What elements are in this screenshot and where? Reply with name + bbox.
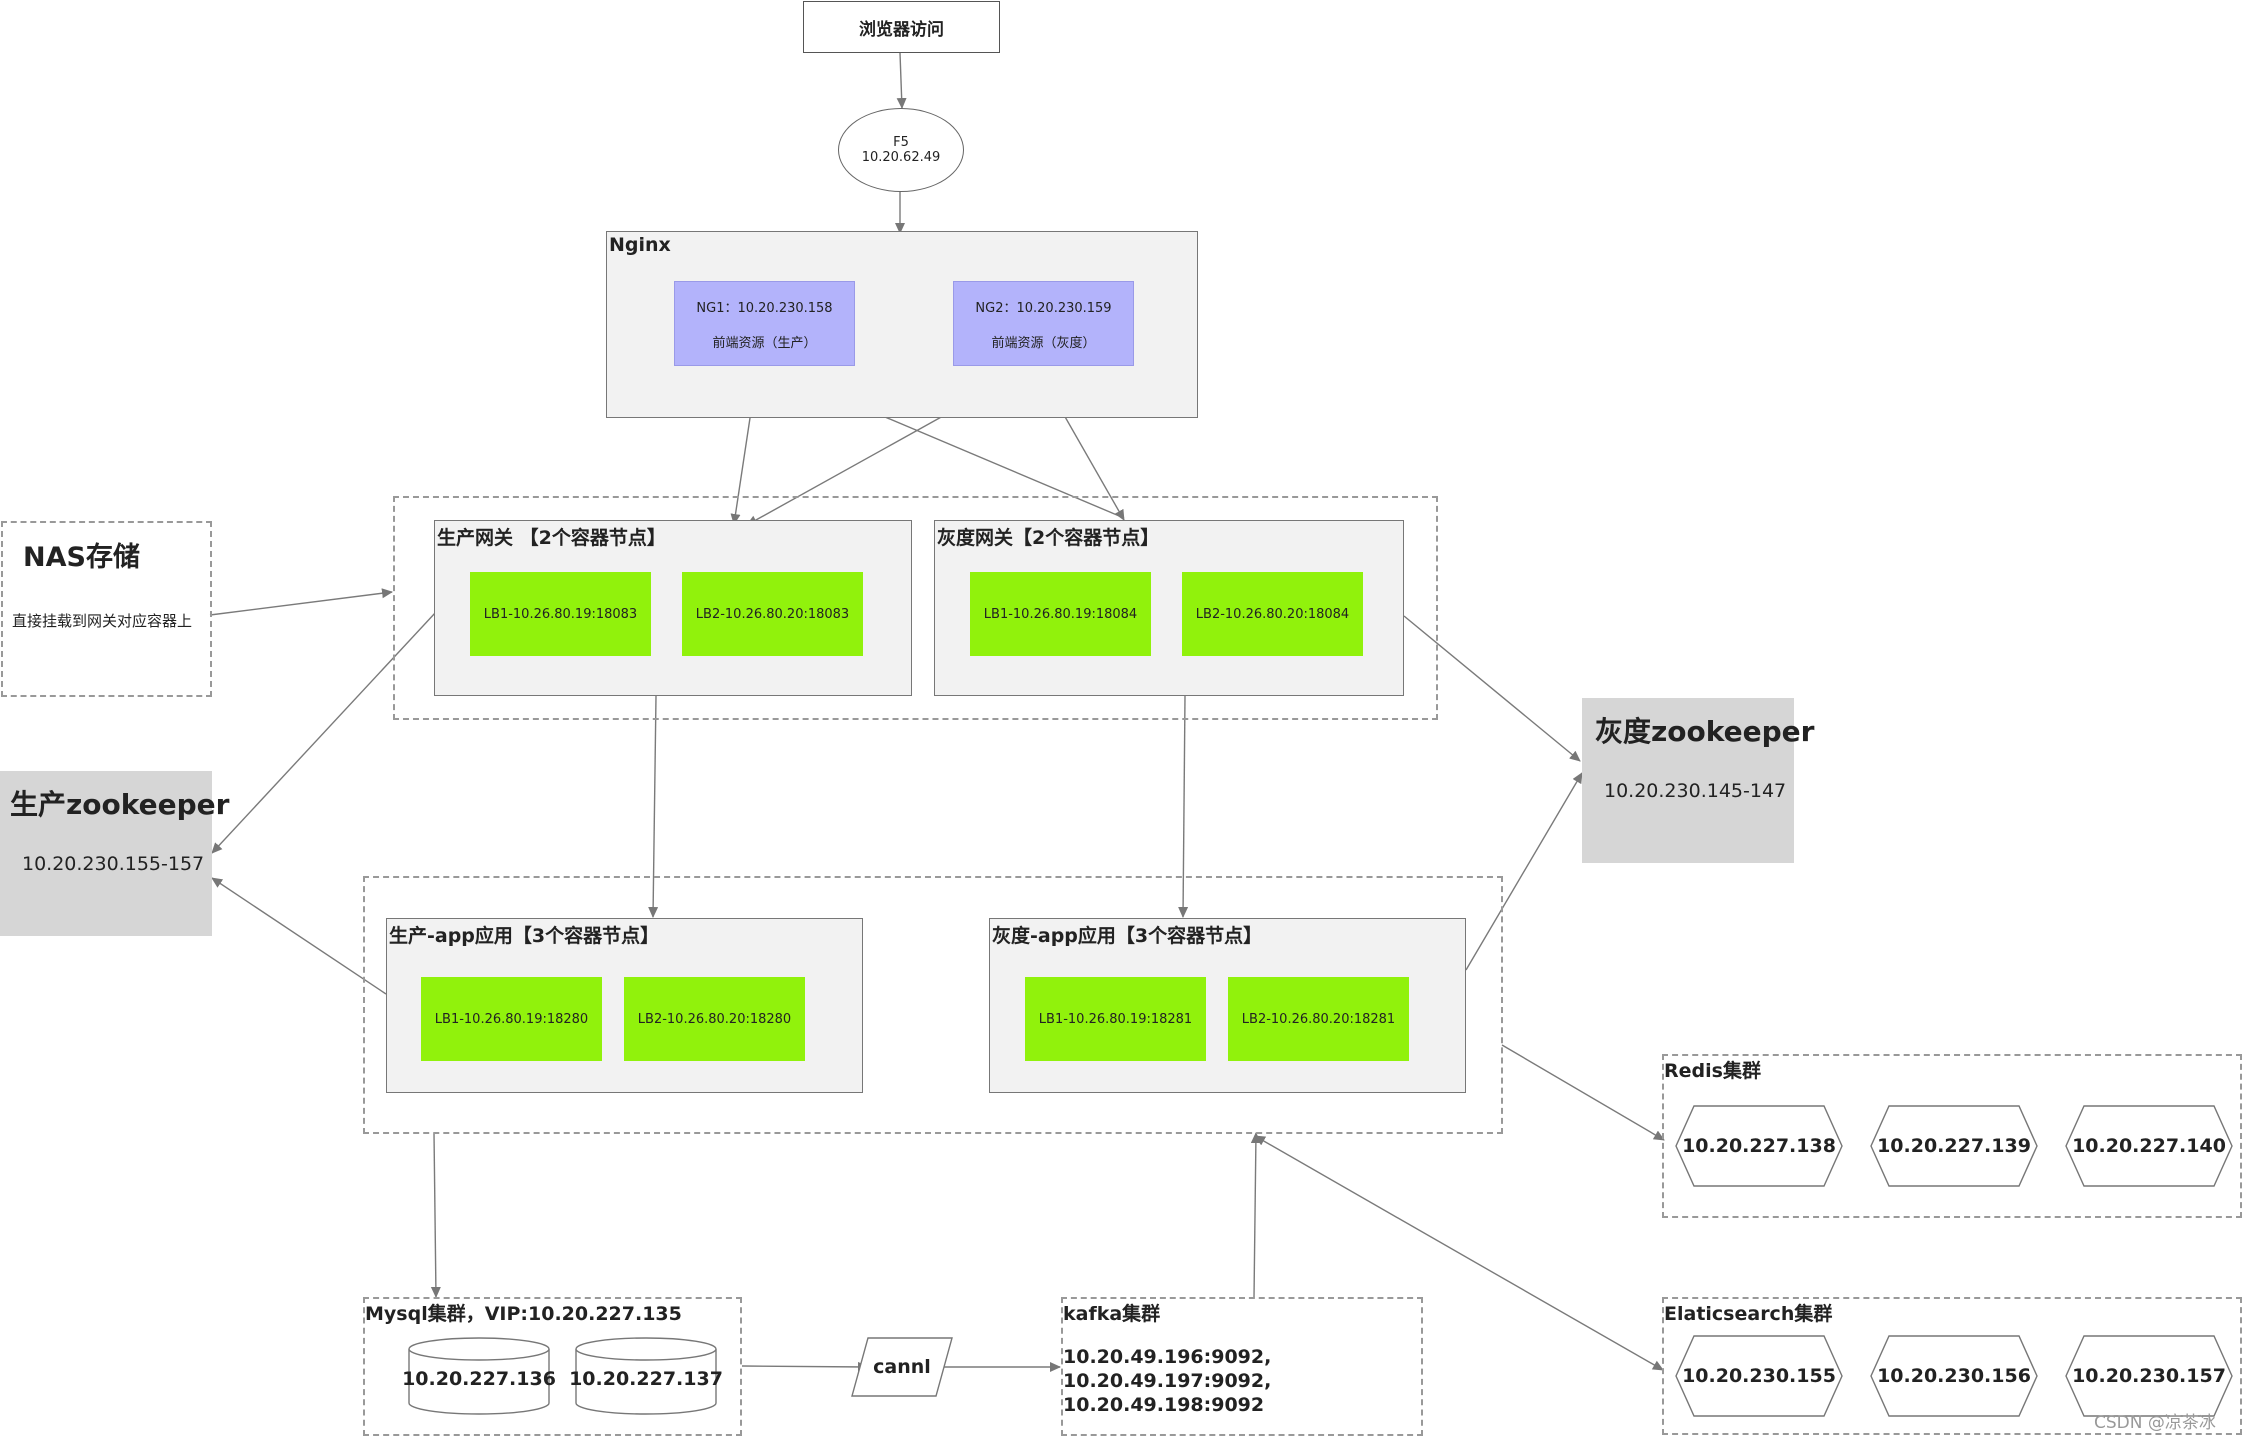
gray-app-title: 灰度-app应用【3个容器节点】 bbox=[992, 925, 1263, 947]
edge-prodgw-prodzk bbox=[211, 611, 437, 854]
prod-gateway-lb2: LB2-10.26.80.20:18083 bbox=[682, 572, 863, 656]
es-node-3 bbox=[2065, 1335, 2233, 1417]
redis-cluster: Redis集群 bbox=[1662, 1054, 2242, 1218]
redis-node-2-label: 10.20.227.139 bbox=[1877, 1135, 2031, 1157]
kafka-cluster: kafka集群 10.20.49.196:9092, 10.20.49.197:… bbox=[1061, 1297, 1423, 1436]
browser-node: 浏览器访问 bbox=[803, 1, 1000, 53]
gray-zookeeper: 灰度zookeeper 10.20.230.145-147 bbox=[1582, 698, 1814, 863]
ng2-ip: NG2：10.20.230.159 bbox=[975, 300, 1112, 316]
prod-zk-title: 生产zookeeper bbox=[10, 788, 230, 821]
es-node-1 bbox=[1675, 1335, 1843, 1417]
mysql-title: Mysql集群，VIP:10.20.227.135 bbox=[365, 1303, 682, 1325]
es-node-3-label: 10.20.230.157 bbox=[2072, 1365, 2226, 1387]
gray-gateway-lb1: LB1-10.26.80.19:18084 bbox=[970, 572, 1151, 656]
edge-nas-gateway bbox=[209, 588, 393, 616]
gateway-group bbox=[393, 496, 1438, 720]
kafka-node-2: 10.20.49.197:9092, bbox=[1063, 1370, 1272, 1392]
mysql-cluster: Mysql集群，VIP:10.20.227.135 bbox=[363, 1297, 742, 1436]
ng2-node: NG2：10.20.230.159 前端资源（灰度） bbox=[953, 281, 1134, 366]
edge-prodgw-prodapp bbox=[648, 695, 659, 918]
gray-zk-title: 灰度zookeeper bbox=[1595, 715, 1815, 748]
es-node-1-label: 10.20.230.155 bbox=[1682, 1365, 1836, 1387]
es-title: Elaticsearch集群 bbox=[1664, 1303, 1833, 1325]
kafka-nodes: 10.20.49.196:9092, 10.20.49.197:9092, 10… bbox=[1063, 1345, 1271, 1417]
f5-ip: 10.20.62.49 bbox=[861, 150, 941, 165]
ng1-node: NG1：10.20.230.158 前端资源（生产） bbox=[674, 281, 855, 366]
prod-zk-ips: 10.20.230.155-157 bbox=[22, 853, 205, 875]
edge-app-redis bbox=[1501, 1044, 1665, 1141]
prod-gateway-lb1: LB1-10.26.80.19:18083 bbox=[470, 572, 651, 656]
prod-zookeeper: 生产zookeeper 10.20.230.155-157 bbox=[0, 771, 229, 936]
ng2-desc: 前端资源（灰度） bbox=[991, 335, 1096, 351]
mysql-node-1 bbox=[408, 1337, 550, 1415]
es-cluster: Elaticsearch集群 bbox=[1662, 1297, 2242, 1435]
redis-node-3 bbox=[2065, 1105, 2233, 1187]
edge-graygw-grayapp bbox=[1178, 695, 1189, 918]
prod-app-lb2: LB2-10.26.80.20:18280 bbox=[624, 977, 805, 1061]
edge-app-mysql bbox=[430, 1132, 441, 1298]
kafka-node-1: 10.20.49.196:9092, bbox=[1063, 1346, 1272, 1368]
gray-app-lb2: LB2-10.26.80.20:18281 bbox=[1228, 977, 1409, 1061]
redis-node-2 bbox=[1870, 1105, 2038, 1187]
f5-node: F5 10.20.62.49 bbox=[838, 108, 964, 192]
gray-app-lb1: LB1-10.26.80.19:18281 bbox=[1025, 977, 1206, 1061]
gray-gateway-lb2: LB2-10.26.80.20:18084 bbox=[1182, 572, 1363, 656]
browser-label: 浏览器访问 bbox=[859, 19, 944, 40]
redis-node-3-label: 10.20.227.140 bbox=[2072, 1135, 2226, 1157]
edge-graygw-grayzk bbox=[1403, 615, 1581, 762]
kafka-title: kafka集群 bbox=[1063, 1303, 1161, 1325]
cannl-label: cannl bbox=[873, 1356, 931, 1378]
nas-storage: NAS存储 直接挂载到网关对应容器上 bbox=[1, 521, 212, 697]
ng1-ip: NG1：10.20.230.158 bbox=[696, 300, 833, 316]
cannl-node bbox=[851, 1337, 953, 1397]
mysql-node-2-label: 10.20.227.137 bbox=[569, 1368, 723, 1390]
prod-app-title: 生产-app应用【3个容器节点】 bbox=[389, 925, 660, 947]
app-group bbox=[363, 876, 1503, 1134]
edge-es-app bbox=[1254, 1135, 1664, 1371]
edge-browser-f5 bbox=[896, 52, 907, 109]
es-node-2 bbox=[1870, 1335, 2038, 1417]
gray-zk-ips: 10.20.230.145-147 bbox=[1604, 780, 1787, 802]
mysql-node-1-label: 10.20.227.136 bbox=[402, 1368, 556, 1390]
edge-grayapp-grayzk bbox=[1465, 772, 1583, 971]
edge-mysql-cannl bbox=[741, 1361, 869, 1372]
ng1-desc: 前端资源（生产） bbox=[712, 335, 817, 351]
nas-title: NAS存储 bbox=[23, 542, 140, 573]
edge-prodapp-prodzk bbox=[211, 877, 387, 995]
f5-name: F5 bbox=[893, 135, 909, 150]
redis-node-1-label: 10.20.227.138 bbox=[1682, 1135, 1836, 1157]
redis-node-1 bbox=[1675, 1105, 1843, 1187]
kafka-node-3: 10.20.49.198:9092 bbox=[1063, 1394, 1265, 1416]
gray-gateway-title: 灰度网关【2个容器节点】 bbox=[937, 527, 1160, 549]
prod-app-lb1: LB1-10.26.80.19:18280 bbox=[421, 977, 602, 1061]
redis-title: Redis集群 bbox=[1664, 1060, 1761, 1082]
es-node-2-label: 10.20.230.156 bbox=[1877, 1365, 2031, 1387]
prod-gateway-title: 生产网关 【2个容器节点】 bbox=[437, 527, 666, 549]
edge-kafka-app bbox=[1250, 1132, 1261, 1299]
mysql-node-2 bbox=[575, 1337, 717, 1415]
nas-desc: 直接挂载到网关对应容器上 bbox=[12, 612, 193, 630]
nginx-title: Nginx bbox=[609, 234, 671, 256]
watermark: CSDN @凉茶冰 bbox=[2094, 1413, 2216, 1433]
